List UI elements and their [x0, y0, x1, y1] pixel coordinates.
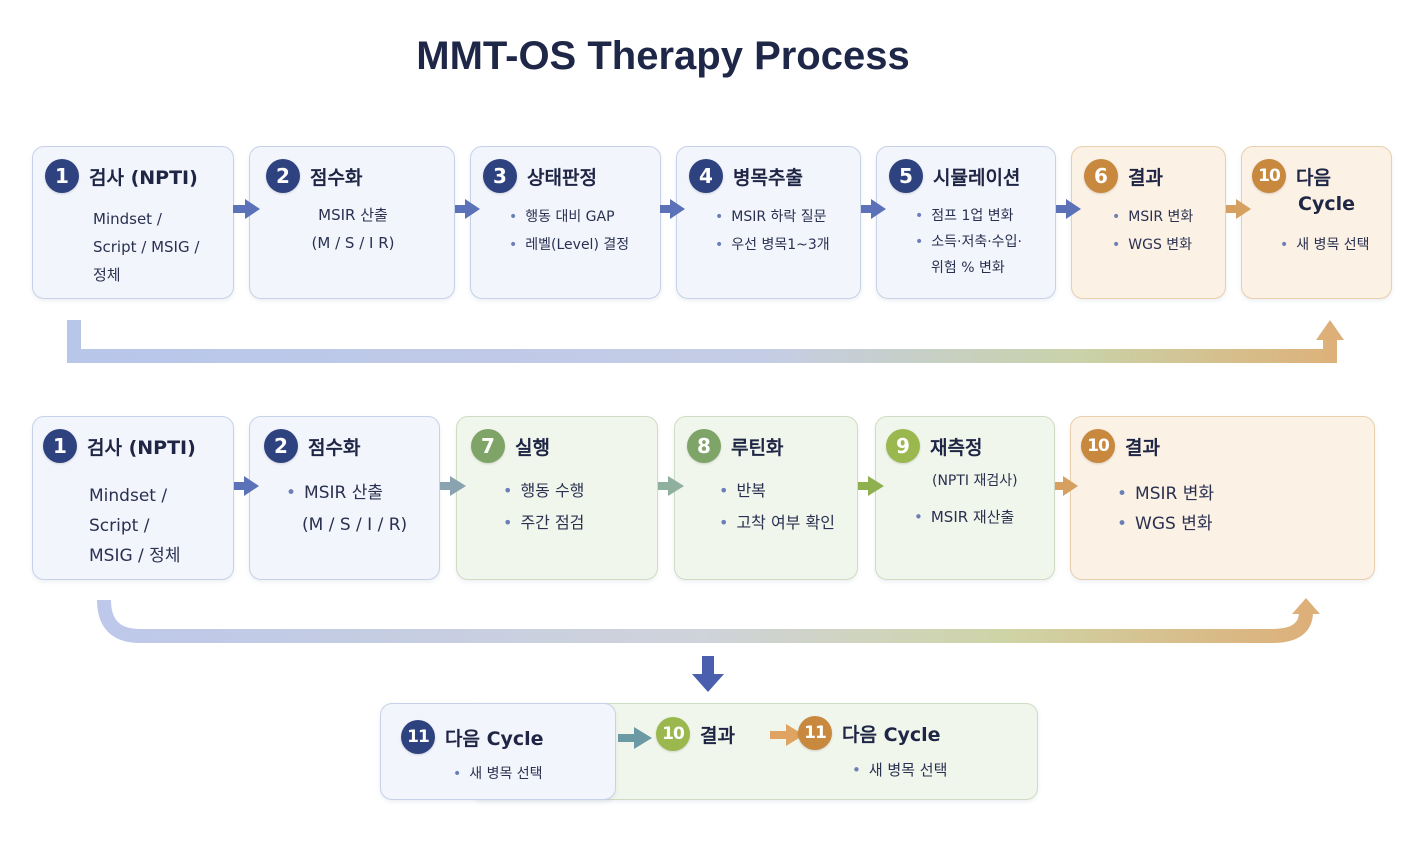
step-number-badge: 10: [1081, 429, 1115, 463]
step-title: 루틴화: [731, 436, 784, 459]
step-bullet: 행동 대비 GAP: [509, 203, 629, 231]
step-bullet: MSIR 변화: [1117, 479, 1214, 509]
step-text-line: Script /: [89, 516, 150, 536]
step-number-badge: 11: [401, 720, 435, 754]
step-bullet: WGS 변화: [1117, 509, 1214, 539]
step-title: 다음 Cycle: [842, 723, 941, 746]
step-bullet: 점프 1업 변화: [915, 203, 1022, 229]
row2-step-8-card: 8 루틴화 반복 고착 여부 확인: [674, 416, 858, 580]
step-number-badge: 11: [798, 716, 832, 750]
row3-next-cycle-card: 11 다음 Cycle 새 병목 선택: [380, 703, 616, 800]
step-bullet: 주간 점검: [503, 507, 584, 539]
step-bullet: 레벨(Level) 결정: [509, 231, 629, 259]
row1-step-5-card: 5 시뮬레이션 점프 1업 변화 소득·저축·수입· 위험 % 변화: [876, 146, 1056, 299]
step-bullet: 새 병목 선택: [1280, 231, 1369, 259]
step-bullet: MSIR 재산출: [914, 503, 1014, 531]
step-text-line: MSIR 산출: [318, 206, 388, 224]
row1-step-10-card: 10 다음 Cycle 새 병목 선택: [1241, 146, 1392, 299]
step-bullet: MSIR 산출: [286, 477, 407, 509]
step-bullet: 반복: [719, 475, 835, 507]
step-bullet: 새 병목 선택: [453, 760, 542, 788]
step-title: 재측정: [930, 436, 983, 459]
arrow-shaft: [233, 205, 247, 213]
step-number-badge: 6: [1084, 159, 1118, 193]
step-bullet: 행동 수행: [503, 475, 584, 507]
step-title-line2: Cycle: [1298, 193, 1355, 215]
step-text-line: Mindset /: [93, 210, 162, 228]
step-number-badge: 2: [266, 159, 300, 193]
row3-result-step: 10 결과: [656, 717, 735, 751]
step-bullet: 새 병목 선택: [852, 756, 948, 784]
step-number-badge: 10: [656, 717, 690, 751]
step-number-badge: 1: [43, 429, 77, 463]
step-bullet: MSIR 변화: [1112, 203, 1193, 231]
step-text-line: (M / S / I / R): [302, 515, 408, 535]
step-text-line: Mindset /: [89, 486, 168, 506]
step-bullet: 소득·저축·수입·: [915, 229, 1022, 255]
step-number-badge: 5: [889, 159, 923, 193]
arrow-head: [245, 199, 260, 219]
row2-step-9-card: 9 재측정 (NPTI 재검사) MSIR 재산출: [875, 416, 1055, 580]
step-title: 결과: [1125, 436, 1160, 459]
page-title: MMT-OS Therapy Process: [416, 34, 910, 78]
step-title: 상태판정: [527, 166, 597, 189]
step-number-badge: 10: [1252, 159, 1286, 193]
step-text-line: (M / S / I R): [311, 234, 395, 252]
step-title: 검사 (NPTI): [89, 166, 198, 189]
step-title: 결과: [1128, 166, 1163, 189]
row2-step-2-card: 2 점수화 MSIR 산출 (M / S / I / R): [249, 416, 440, 580]
step-title: 시뮬레이션: [933, 166, 1021, 189]
step-title: 병목추출: [733, 166, 803, 189]
row2-step-7-card: 7 실행 행동 수행 주간 점검: [456, 416, 658, 580]
step-bullet: 우선 병목1~3개: [715, 231, 829, 259]
step-title: 결과: [700, 724, 735, 747]
row1-step-2-card: 2 점수화 MSIR 산출 (M / S / I R): [249, 146, 455, 299]
row1-step-6-card: 6 결과 MSIR 변화 WGS 변화: [1071, 146, 1226, 299]
step-number-badge: 8: [687, 429, 721, 463]
step-text-line: MSIG / 정체: [89, 546, 181, 566]
step-number-badge: 1: [45, 159, 79, 193]
step-title: 실행: [515, 436, 550, 459]
step-bullet: MSIR 하락 질문: [715, 203, 830, 231]
row2-step-1-card: 1 검사 (NPTI) Mindset / Script / MSIG / 정체: [32, 416, 234, 580]
row1-step-4-card: 4 병목추출 MSIR 하락 질문 우선 병목1~3개: [676, 146, 861, 299]
step-text-line: 위험 % 변화: [931, 260, 1005, 276]
row2-step-10-card: 10 결과 MSIR 변화 WGS 변화: [1070, 416, 1375, 580]
row3-next-cycle-step: 11 다음 Cycle: [798, 716, 941, 750]
step-text-line: Script / MSIG /: [93, 238, 200, 256]
step-title: 점수화: [310, 166, 363, 189]
step-text-line: 정체: [93, 266, 121, 284]
step-subtitle: (NPTI 재검사): [932, 473, 1018, 489]
step-number-badge: 2: [264, 429, 298, 463]
step-number-badge: 3: [483, 159, 517, 193]
step-title: 다음 Cycle: [445, 727, 544, 750]
row1-step-3-card: 3 상태판정 행동 대비 GAP 레벨(Level) 결정: [470, 146, 661, 299]
step-bullet: 고착 여부 확인: [719, 507, 835, 539]
step-number-badge: 4: [689, 159, 723, 193]
step-bullet: WGS 변화: [1112, 231, 1193, 259]
step-title: 점수화: [308, 436, 361, 459]
step-number-badge: 7: [471, 429, 505, 463]
step-title: 다음: [1296, 166, 1331, 189]
step-number-badge: 9: [886, 429, 920, 463]
row1-step-1-card: 1 검사 (NPTI) Mindset / Script / MSIG / 정체: [32, 146, 234, 299]
step-title: 검사 (NPTI): [87, 436, 196, 459]
